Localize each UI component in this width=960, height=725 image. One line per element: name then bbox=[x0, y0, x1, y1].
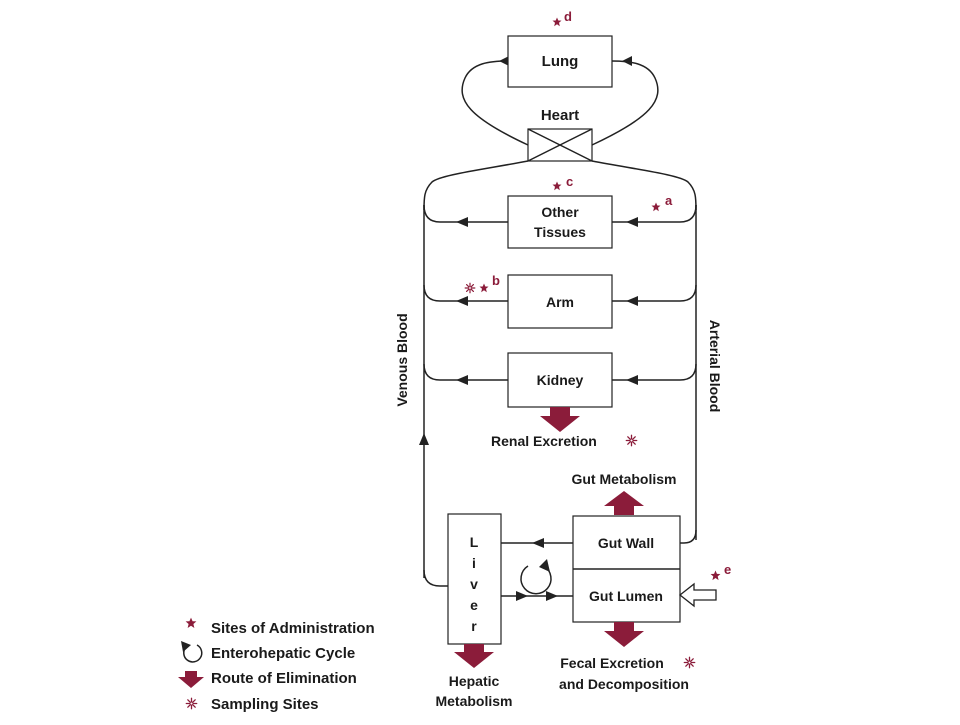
renal-elimination-arrow-icon bbox=[540, 407, 580, 432]
lung-inlet-arrow bbox=[499, 56, 509, 66]
administration-star-icon bbox=[479, 283, 489, 293]
down-arrow-icon bbox=[178, 671, 204, 688]
gut-metabolism-label: Gut Metabolism bbox=[571, 471, 676, 487]
venous-return-line bbox=[423, 160, 529, 211]
sampling-asterisk-icon bbox=[683, 656, 696, 669]
site-marker-b: b bbox=[492, 273, 500, 288]
circular-arrow-icon bbox=[183, 644, 203, 663]
liver-letter: r bbox=[471, 618, 477, 634]
gut-metabolism-elimination-arrow-icon bbox=[604, 491, 644, 515]
other-tissues-label-line1: Other bbox=[541, 204, 579, 220]
liver-letter: v bbox=[470, 576, 478, 592]
legend-enterohepatic-cycle: Enterohepatic Cycle bbox=[211, 645, 355, 662]
legend-sites-of-administration: Sites of Administration bbox=[211, 620, 375, 637]
other-tissues-label-line2: Tissues bbox=[534, 224, 586, 240]
site-marker-a: a bbox=[665, 193, 673, 208]
site-marker-c: c bbox=[566, 174, 573, 189]
hepatic-metabolism-label-line1: Hepatic bbox=[449, 673, 500, 689]
asterisk-icon bbox=[185, 697, 198, 710]
fecal-excretion-label-line2: and Decomposition bbox=[559, 676, 689, 692]
legend-sampling-sites: Sampling Sites bbox=[211, 696, 319, 713]
star-icon bbox=[185, 617, 197, 629]
arm-label: Arm bbox=[546, 294, 574, 310]
lung-loop bbox=[461, 56, 659, 146]
venous-up-arrow bbox=[419, 433, 429, 445]
administration-star-icon bbox=[710, 570, 721, 581]
oral-administration-arrow-icon bbox=[678, 582, 717, 608]
sampling-asterisk-icon bbox=[625, 434, 638, 447]
lung-node bbox=[507, 35, 613, 88]
liver-node bbox=[447, 513, 502, 645]
enterohepatic-cycle-icon bbox=[520, 565, 552, 595]
fecal-elimination-arrow-icon bbox=[604, 622, 644, 647]
site-marker-e: e bbox=[724, 562, 731, 577]
arterial-outflow-line bbox=[591, 160, 697, 211]
gut-lumen-label: Gut Lumen bbox=[589, 588, 663, 604]
legend-route-of-elimination: Route of Elimination bbox=[211, 670, 357, 687]
legend: Sites of Administration Enterohepatic Cy… bbox=[178, 617, 375, 713]
gut-wall-label: Gut Wall bbox=[598, 535, 654, 551]
arterial-blood-label: Arterial Blood bbox=[707, 320, 723, 413]
fecal-excretion-label-line1: Fecal Excretion bbox=[560, 655, 664, 671]
lung-outlet-arrow bbox=[622, 56, 632, 66]
heart-label: Heart bbox=[541, 107, 579, 124]
lung-label: Lung bbox=[542, 53, 579, 70]
sampling-asterisk-icon bbox=[464, 282, 476, 294]
hepatic-elimination-arrow-icon bbox=[454, 644, 494, 668]
administration-star-icon bbox=[552, 181, 562, 191]
site-marker-d: d bbox=[564, 9, 572, 24]
liver-letter: e bbox=[470, 597, 478, 613]
venous-blood-label: Venous Blood bbox=[394, 313, 410, 406]
renal-excretion-label: Renal Excretion bbox=[491, 433, 597, 449]
administration-star-icon bbox=[651, 202, 661, 212]
kidney-label: Kidney bbox=[537, 372, 584, 388]
liver-letter: L bbox=[470, 534, 479, 550]
liver-letter: i bbox=[472, 555, 476, 571]
hepatic-metabolism-label-line2: Metabolism bbox=[435, 693, 512, 709]
administration-star-icon bbox=[552, 17, 562, 27]
